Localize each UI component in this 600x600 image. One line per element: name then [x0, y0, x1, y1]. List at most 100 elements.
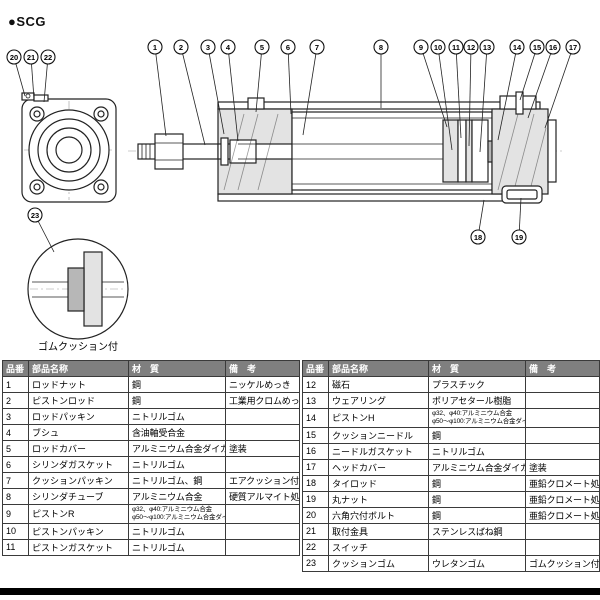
- material: ニトリルゴム: [128, 538, 226, 556]
- col-header: 部品名称: [28, 360, 129, 377]
- material: アルミニウム合金ダイカスト: [128, 440, 226, 457]
- material: ポリアセタール樹脂: [428, 392, 526, 409]
- part-name: ピストンパッキン: [28, 522, 129, 540]
- svg-text:12: 12: [467, 43, 475, 52]
- leader-line-4: [227, 46, 239, 142]
- svg-text:13: 13: [483, 43, 491, 52]
- material: 鋼: [428, 506, 526, 524]
- part-name: クッションパッキン: [28, 472, 129, 489]
- callout-19: 19: [511, 229, 527, 245]
- part-name: ウェアリング: [328, 392, 429, 409]
- leader-line-14: [497, 46, 518, 141]
- svg-text:19: 19: [515, 233, 523, 242]
- table-row: 5ロッドカバーアルミニウム合金ダイカスト塗装: [2, 440, 300, 457]
- part-no: 16: [302, 442, 329, 460]
- svg-text:22: 22: [44, 53, 52, 62]
- material: 鋼: [128, 392, 226, 409]
- callout-2: 2: [173, 39, 189, 55]
- material: 鋼: [428, 490, 526, 508]
- leader-line-16: [527, 46, 554, 119]
- col-header: 部品名称: [328, 360, 429, 377]
- table-row: 8シリンダチューブアルミニウム合金硬質アルマイト処理: [2, 488, 300, 505]
- material: ニトリルゴム: [128, 408, 226, 425]
- callout-12: 12: [463, 39, 479, 55]
- page-title: ●SCG: [8, 14, 47, 29]
- callout-22: 22: [40, 49, 56, 65]
- part-name: ブシュ: [28, 424, 129, 441]
- callout-21: 21: [23, 49, 39, 65]
- remarks: [525, 442, 600, 460]
- material: アルミニウム合金: [128, 488, 226, 505]
- callout-6: 6: [280, 39, 296, 55]
- cushion-detail: [27, 238, 129, 340]
- part-no: 6: [2, 456, 29, 473]
- part-no: 2: [2, 392, 29, 409]
- callout-8: 8: [373, 39, 389, 55]
- part-name: ピストンガスケット: [28, 538, 129, 556]
- material: アルミニウム合金ダイカスト: [428, 458, 526, 476]
- material: ニトリルゴム、鋼: [128, 472, 226, 489]
- callout-15: 15: [529, 39, 545, 55]
- svg-text:7: 7: [315, 43, 319, 52]
- part-no: 17: [302, 458, 329, 476]
- material: ウレタンゴム: [428, 554, 526, 572]
- callout-7: 7: [309, 39, 325, 55]
- callout-20: 20: [6, 49, 22, 65]
- svg-text:18: 18: [474, 233, 482, 242]
- leader-line-17: [544, 46, 574, 129]
- part-name: ロッドナット: [28, 376, 129, 393]
- leader-line-6: [287, 46, 292, 115]
- remarks: [225, 424, 300, 441]
- callout-14: 14: [509, 39, 525, 55]
- remarks: [225, 408, 300, 425]
- col-header: 備 考: [225, 360, 300, 377]
- remarks: 硬質アルマイト処理: [225, 488, 300, 505]
- callout-13: 13: [479, 39, 495, 55]
- table-row: 23クッションゴムウレタンゴムゴムクッション付のみ: [302, 554, 600, 572]
- remarks: エアクッション付のみ: [225, 472, 300, 489]
- part-name: クッションニードル: [328, 426, 429, 444]
- part-no: 15: [302, 426, 329, 444]
- part-name: 磁石: [328, 376, 429, 393]
- material: ニトリルゴム: [428, 442, 526, 460]
- part-no: 1: [2, 376, 29, 393]
- svg-text:5: 5: [260, 43, 264, 52]
- callout-16: 16: [545, 39, 561, 55]
- svg-text:9: 9: [419, 43, 423, 52]
- material: [428, 538, 526, 556]
- material: ニトリルゴム: [128, 456, 226, 473]
- callout-17: 17: [565, 39, 581, 55]
- table-header-row: 品番部品名称材 質備 考: [302, 360, 600, 377]
- col-header: 備 考: [525, 360, 600, 377]
- table-row: 19丸ナット鋼亜鉛クロメート処理: [302, 490, 600, 508]
- detail-label: ゴムクッション付: [38, 340, 118, 353]
- remarks: ゴムクッション付のみ: [525, 554, 600, 572]
- part-name: 丸ナット: [328, 490, 429, 508]
- remarks: [225, 538, 300, 556]
- material: 鋼: [428, 426, 526, 444]
- remarks: [525, 522, 600, 540]
- part-name: ロッドパッキン: [28, 408, 129, 425]
- leader-line-10: [437, 46, 453, 151]
- leader-line-13: [479, 46, 488, 153]
- col-header: 材 質: [428, 360, 526, 377]
- leader-line-7: [302, 46, 318, 136]
- part-name: ピストンH: [328, 408, 429, 428]
- table-row: 2ピストンロッド鋼工業用クロムめっき: [2, 392, 300, 409]
- remarks: 塗装: [525, 458, 600, 476]
- svg-text:16: 16: [549, 43, 557, 52]
- leader-line-5: [255, 46, 263, 113]
- remarks: [525, 426, 600, 444]
